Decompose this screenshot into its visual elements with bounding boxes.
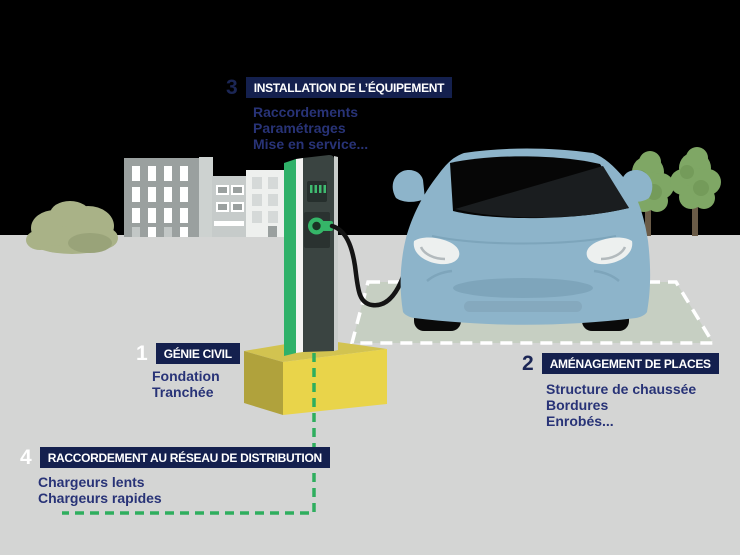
step-3-detail-line: Raccordements xyxy=(253,104,359,120)
city-buildings-icon xyxy=(124,157,290,237)
left-headlight xyxy=(413,237,460,265)
battery-level-bars-icon xyxy=(310,185,326,193)
step-3-label: 3 INSTALLATION DE L’ÉQUIPEMENT xyxy=(226,76,453,99)
step-4-number: 4 xyxy=(20,446,32,469)
foundation-block-icon xyxy=(244,339,387,415)
step-1-label: 1 GÉNIE CIVIL xyxy=(136,343,240,364)
step-4-detail-line: Chargeurs rapides xyxy=(38,490,162,506)
right-headlight xyxy=(586,237,633,265)
step-3-detail-line: Paramétrages xyxy=(253,120,346,136)
bush-icon xyxy=(26,201,118,254)
step-4-label: 4 RACCORDEMENT AU RÉSEAU DE DISTRIBUTION xyxy=(20,447,330,468)
step-2-number: 2 xyxy=(522,352,534,375)
step-4-title-badge: RACCORDEMENT AU RÉSEAU DE DISTRIBUTION xyxy=(39,447,330,468)
step-2-details: Structure de chaussée Bordures Enrobés..… xyxy=(546,381,696,429)
step-2-title-badge: AMÉNAGEMENT DE PLACES xyxy=(541,353,719,374)
left-mirror xyxy=(392,170,425,202)
step-3-number: 3 xyxy=(226,76,238,99)
step-4-detail-line: Chargeurs lents xyxy=(38,474,145,490)
step-2-detail-line: Structure de chaussée xyxy=(546,381,697,397)
step-4-details: Chargeurs lents Chargeurs rapides xyxy=(38,474,162,506)
step-1-detail-line: Fondation xyxy=(152,368,220,384)
step-1-detail-line: Tranchée xyxy=(152,384,214,400)
step-1-title-badge: GÉNIE CIVIL xyxy=(155,343,240,364)
charging-connector-icon xyxy=(308,217,333,235)
charging-station-icon xyxy=(284,155,338,356)
right-mirror xyxy=(620,170,653,202)
step-3-details: Raccordements Paramétrages Mise en servi… xyxy=(253,104,368,152)
step-1-details: Fondation Tranchée xyxy=(152,368,220,400)
step-2-detail-line: Enrobés... xyxy=(546,413,614,429)
step-3-title-badge: INSTALLATION DE L’ÉQUIPEMENT xyxy=(245,77,453,98)
underground-cable-route xyxy=(62,353,316,515)
step-2-label: 2 AMÉNAGEMENT DE PLACES xyxy=(522,353,719,374)
step-2-detail-line: Bordures xyxy=(546,397,609,413)
step-3-detail-line: Mise en service... xyxy=(253,136,369,152)
electric-car-icon xyxy=(392,148,653,331)
step-1-number: 1 xyxy=(136,342,148,365)
